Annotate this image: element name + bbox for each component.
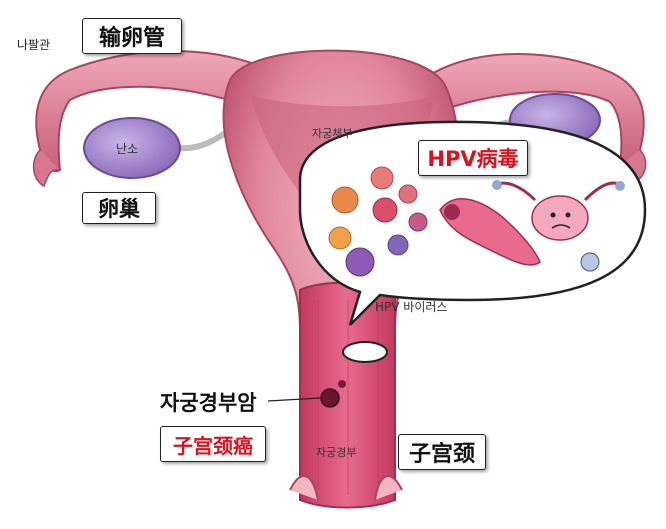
fallopian-tube-cn-label: 输卵管 (82, 18, 182, 54)
hpv-kr-label: HPV 바이러스 (375, 300, 448, 314)
cervical-cancer-cn-label: 子宫颈癌 (160, 426, 266, 462)
tumor-pointer (267, 397, 321, 402)
ovary-kr-label: 난소 (116, 142, 139, 156)
left-ovarian-ligament (177, 127, 232, 152)
bubble-uterus-face (531, 195, 589, 241)
thought-bubble-dot (342, 341, 388, 363)
tumor-marker (320, 388, 340, 408)
cervix-kr-label: 자궁경부 (316, 446, 357, 459)
left-fimbriae (32, 149, 61, 188)
fallopian-tube-kr-label: 나팔관 (17, 38, 51, 52)
uterus-body-kr-label: 자궁체부 (312, 127, 353, 140)
cervical-cancer-kr-label: 자궁경부암 (160, 391, 257, 415)
bubble-uterus-drawing (439, 198, 541, 266)
hpv-cn-label: HPV病毒 (418, 140, 528, 176)
hpv-virus-cluster (328, 166, 428, 277)
left-ovary (83, 117, 181, 179)
cervix-cn-label: 子宫颈 (398, 434, 486, 470)
ovary-cn-label: 卵巢 (82, 192, 156, 224)
